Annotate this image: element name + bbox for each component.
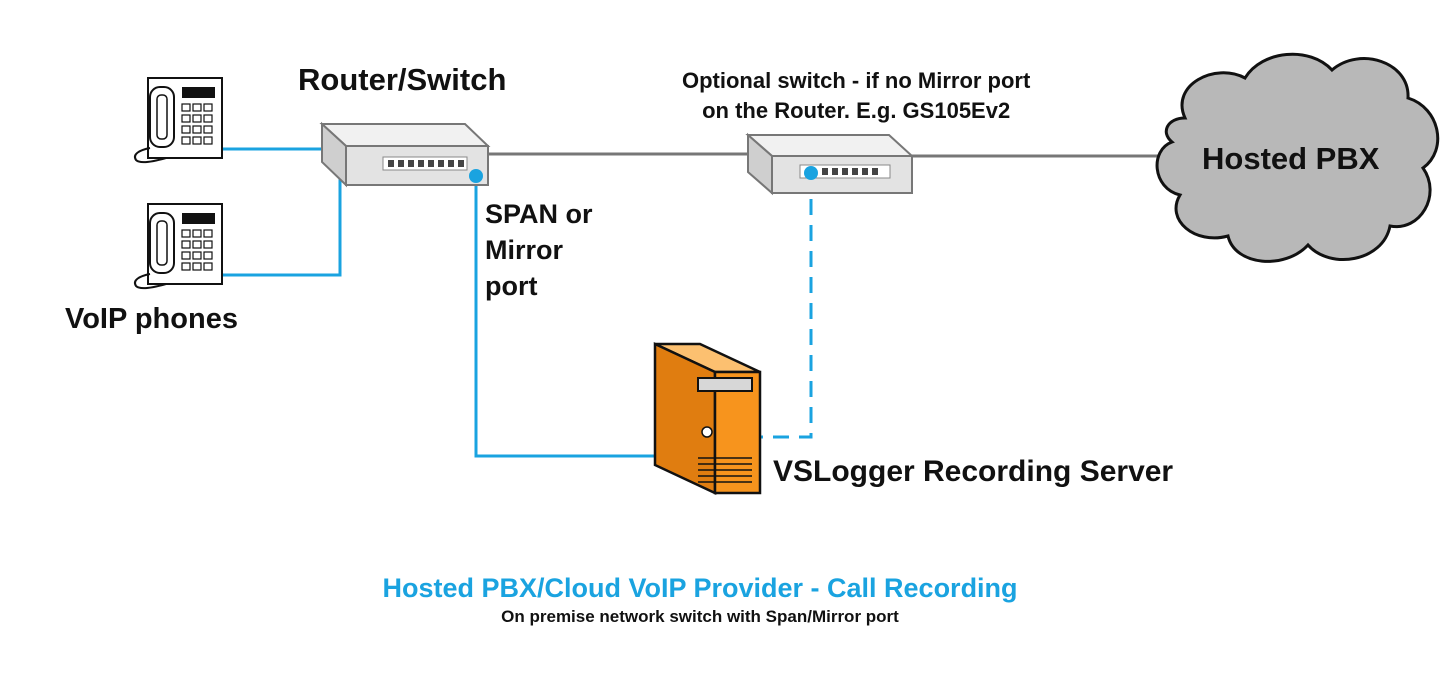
- connections: [222, 147, 1165, 458]
- recording-server-label: VSLogger Recording Server: [773, 455, 1174, 488]
- optional-switch-icon: [745, 132, 915, 196]
- span-label-line-2: Mirror: [485, 235, 564, 265]
- mirror-port-link: [474, 176, 655, 458]
- router-switch-label: Router/Switch: [298, 62, 507, 97]
- server-icon: [653, 342, 762, 495]
- optional-switch-label-line-1: Optional switch - if no Mirror port: [682, 68, 1031, 93]
- optional-mirror-link: [758, 173, 813, 439]
- phone2-link: [222, 168, 342, 277]
- span-mirror-port-label: SPAN or Mirror port: [485, 196, 645, 304]
- voip-phone-icon: [134, 77, 223, 164]
- caption-subtitle: On premise network switch with Span/Mirr…: [501, 607, 899, 626]
- caption-title: Hosted PBX/Cloud VoIP Provider - Call Re…: [382, 573, 1018, 603]
- voip-phones-label: VoIP phones: [65, 303, 238, 335]
- optional-switch-label-line-2: on the Router. E.g. GS105Ev2: [702, 98, 1011, 123]
- voip-phone-icon: [134, 203, 223, 290]
- span-label-line-3: port: [485, 271, 538, 301]
- span-label-line-1: SPAN or: [485, 199, 593, 229]
- optional-switch-label: Optional switch - if no Mirror port on t…: [682, 66, 1030, 126]
- hosted-pbx-label: Hosted PBX: [1202, 141, 1380, 176]
- router-switch-icon: [319, 121, 491, 188]
- cloud-icon: [1155, 52, 1440, 263]
